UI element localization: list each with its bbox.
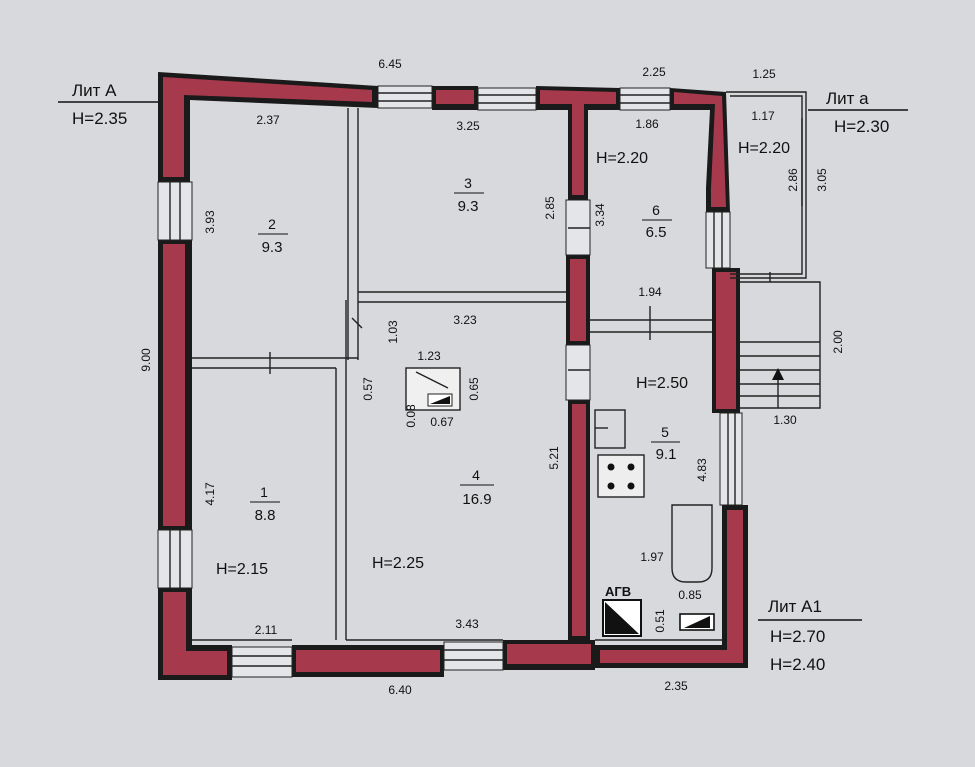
svg-text:0.85: 0.85 <box>678 588 702 602</box>
outer-walls <box>158 72 748 680</box>
svg-text:1.25: 1.25 <box>752 67 776 81</box>
svg-text:1.23: 1.23 <box>417 349 441 363</box>
svg-text:6.5: 6.5 <box>646 224 667 241</box>
dimensions: 6.45 2.25 1.25 2.37 3.25 1.86 1.17 3.23 … <box>255 57 797 697</box>
room-5-label: 5 9.1 H=2.50 <box>636 375 688 463</box>
veranda-height: H=2.20 <box>738 140 790 157</box>
stairs <box>740 281 821 409</box>
lit-a1-label: Лит А1 H=2.70 H=2.40 <box>758 597 862 674</box>
svg-text:1.17: 1.17 <box>751 109 775 123</box>
svg-text:0.08: 0.08 <box>404 404 418 428</box>
svg-text:H=2.40: H=2.40 <box>770 655 825 674</box>
svg-text:4.17: 4.17 <box>203 482 217 506</box>
svg-text:0.51: 0.51 <box>653 609 667 633</box>
interior-walls <box>192 108 722 641</box>
svg-text:H=2.30: H=2.30 <box>834 117 889 136</box>
svg-text:Лит а: Лит а <box>826 89 869 108</box>
svg-text:H=2.35: H=2.35 <box>72 109 127 128</box>
svg-text:3.93: 3.93 <box>203 210 217 234</box>
svg-text:3: 3 <box>464 175 472 191</box>
svg-text:H=2.15: H=2.15 <box>216 561 268 578</box>
lit-a-small-label: Лит а H=2.30 <box>808 89 908 136</box>
svg-text:2.37: 2.37 <box>256 113 280 127</box>
room-6-label: 6 6.5 H=2.20 <box>596 150 672 241</box>
svg-text:2.11: 2.11 <box>255 623 278 637</box>
svg-text:1.03: 1.03 <box>386 320 400 344</box>
dimension-ticks <box>269 227 651 374</box>
room-2-label: 2 9.3 <box>258 216 288 256</box>
svg-text:3.05: 3.05 <box>815 168 829 192</box>
vertical-dimensions: 3.93 9.00 2.85 3.34 2.86 3.05 1.03 2.00 … <box>139 168 845 633</box>
svg-text:16.9: 16.9 <box>462 491 491 508</box>
sink <box>594 409 626 449</box>
svg-text:0.57: 0.57 <box>361 377 375 401</box>
svg-text:1.94: 1.94 <box>638 285 662 299</box>
svg-text:5: 5 <box>661 424 669 440</box>
cooktop <box>597 454 645 498</box>
svg-text:6: 6 <box>652 202 660 218</box>
svg-text:1: 1 <box>260 484 268 500</box>
svg-text:3.43: 3.43 <box>455 617 479 631</box>
svg-text:0.67: 0.67 <box>430 415 454 429</box>
svg-text:Лит А1: Лит А1 <box>768 597 822 616</box>
svg-text:8.8: 8.8 <box>255 507 276 524</box>
svg-text:2.35: 2.35 <box>664 679 688 693</box>
agv-boiler <box>602 599 642 637</box>
svg-text:4: 4 <box>472 467 480 483</box>
svg-text:1.30: 1.30 <box>773 413 797 427</box>
bathtub <box>671 504 713 583</box>
svg-text:2: 2 <box>268 216 276 232</box>
room-1-label: 1 8.8 H=2.15 <box>216 484 280 578</box>
svg-text:9.1: 9.1 <box>656 446 677 463</box>
agv-label: АГВ <box>605 584 631 599</box>
svg-text:H=2.20: H=2.20 <box>596 150 648 167</box>
svg-text:Лит А: Лит А <box>72 81 117 100</box>
svg-text:3.23: 3.23 <box>453 313 477 327</box>
svg-text:9.3: 9.3 <box>262 239 283 256</box>
veranda <box>726 91 807 282</box>
svg-text:4.83: 4.83 <box>695 458 709 482</box>
svg-text:H=2.25: H=2.25 <box>372 555 424 572</box>
room-3-label: 3 9.3 <box>454 175 484 215</box>
lit-a-label: Лит А H=2.35 <box>58 81 158 128</box>
svg-text:6.45: 6.45 <box>378 57 402 71</box>
svg-text:3.34: 3.34 <box>593 203 607 227</box>
heater <box>679 613 715 631</box>
svg-text:9.00: 9.00 <box>139 348 153 372</box>
svg-text:2.86: 2.86 <box>786 168 800 192</box>
svg-text:9.3: 9.3 <box>458 198 479 215</box>
svg-text:1.97: 1.97 <box>640 550 664 564</box>
room-4-label: 4 16.9 H=2.25 <box>372 467 494 572</box>
svg-text:2.25: 2.25 <box>642 65 666 79</box>
svg-text:5.21: 5.21 <box>547 446 561 470</box>
svg-text:6.40: 6.40 <box>388 683 412 697</box>
svg-text:3.25: 3.25 <box>456 119 480 133</box>
svg-text:H=2.50: H=2.50 <box>636 375 688 392</box>
svg-text:H=2.70: H=2.70 <box>770 627 825 646</box>
stove <box>405 367 461 411</box>
svg-text:2.85: 2.85 <box>543 196 557 220</box>
svg-text:0.65: 0.65 <box>467 377 481 401</box>
svg-text:2.00: 2.00 <box>831 330 845 354</box>
svg-text:1.86: 1.86 <box>635 117 659 131</box>
